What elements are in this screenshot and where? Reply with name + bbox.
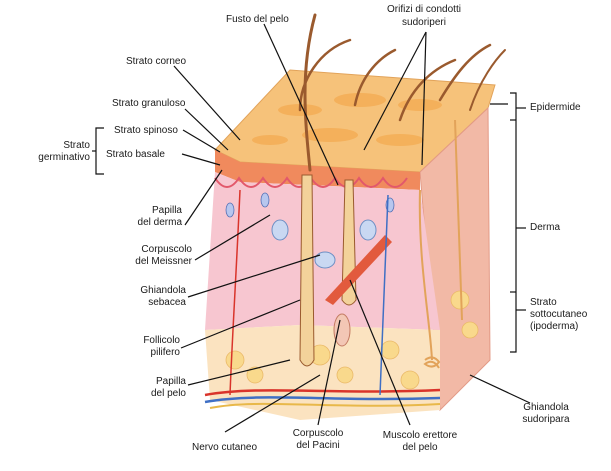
label-sebacea-line1: Ghiandola <box>100 285 186 296</box>
label-strato-germinativo-line2: germinativo <box>4 152 90 163</box>
label-papilla-pelo-line1: Papilla <box>100 376 186 387</box>
label-pacini-line1: Corpuscolo <box>278 428 358 439</box>
label-muscolo-line2: del pelo <box>372 442 468 453</box>
label-sottocutaneo-line3: (ipoderma) <box>530 321 578 332</box>
label-follicolo-line1: Follicolo <box>100 335 180 346</box>
label-meissner-line2: del Meissner <box>100 256 192 267</box>
label-strato-basale: Strato basale <box>106 149 165 160</box>
pacinian-corpuscle <box>334 314 350 346</box>
label-papilla-derma-line2: del derma <box>100 217 182 228</box>
label-orifizi-line2: sudoriperi <box>374 17 474 28</box>
label-sottocutaneo-line2: sottocutaneo <box>530 309 587 320</box>
label-meissner-line1: Corpuscolo <box>100 244 192 255</box>
label-muscolo-line1: Muscolo erettore <box>372 430 468 441</box>
label-orifizi-line1: Orifizi di condotti <box>374 4 474 15</box>
label-papilla-pelo-line2: del pelo <box>100 388 186 399</box>
label-strato-granuloso: Strato granuloso <box>112 98 185 109</box>
label-sudoripara-line2: sudoripara <box>506 414 586 425</box>
label-papilla-derma-line1: Papilla <box>100 205 182 216</box>
label-sebacea-line2: sebacea <box>100 297 186 308</box>
label-follicolo-line2: pilifero <box>100 347 180 358</box>
label-fusto-pelo: Fusto del pelo <box>226 14 289 25</box>
label-derma: Derma <box>530 222 560 233</box>
label-strato-germinativo-line1: Strato <box>20 140 90 151</box>
label-strato-corneo: Strato corneo <box>126 56 186 67</box>
label-epidermide: Epidermide <box>530 102 581 113</box>
label-nervo-cutaneo: Nervo cutaneo <box>192 442 257 453</box>
label-sudoripara-line1: Ghiandola <box>506 402 586 413</box>
label-strato-spinoso: Strato spinoso <box>114 125 178 136</box>
label-pacini-line2: del Pacini <box>278 440 358 451</box>
label-sottocutaneo-line1: Strato <box>530 297 557 308</box>
